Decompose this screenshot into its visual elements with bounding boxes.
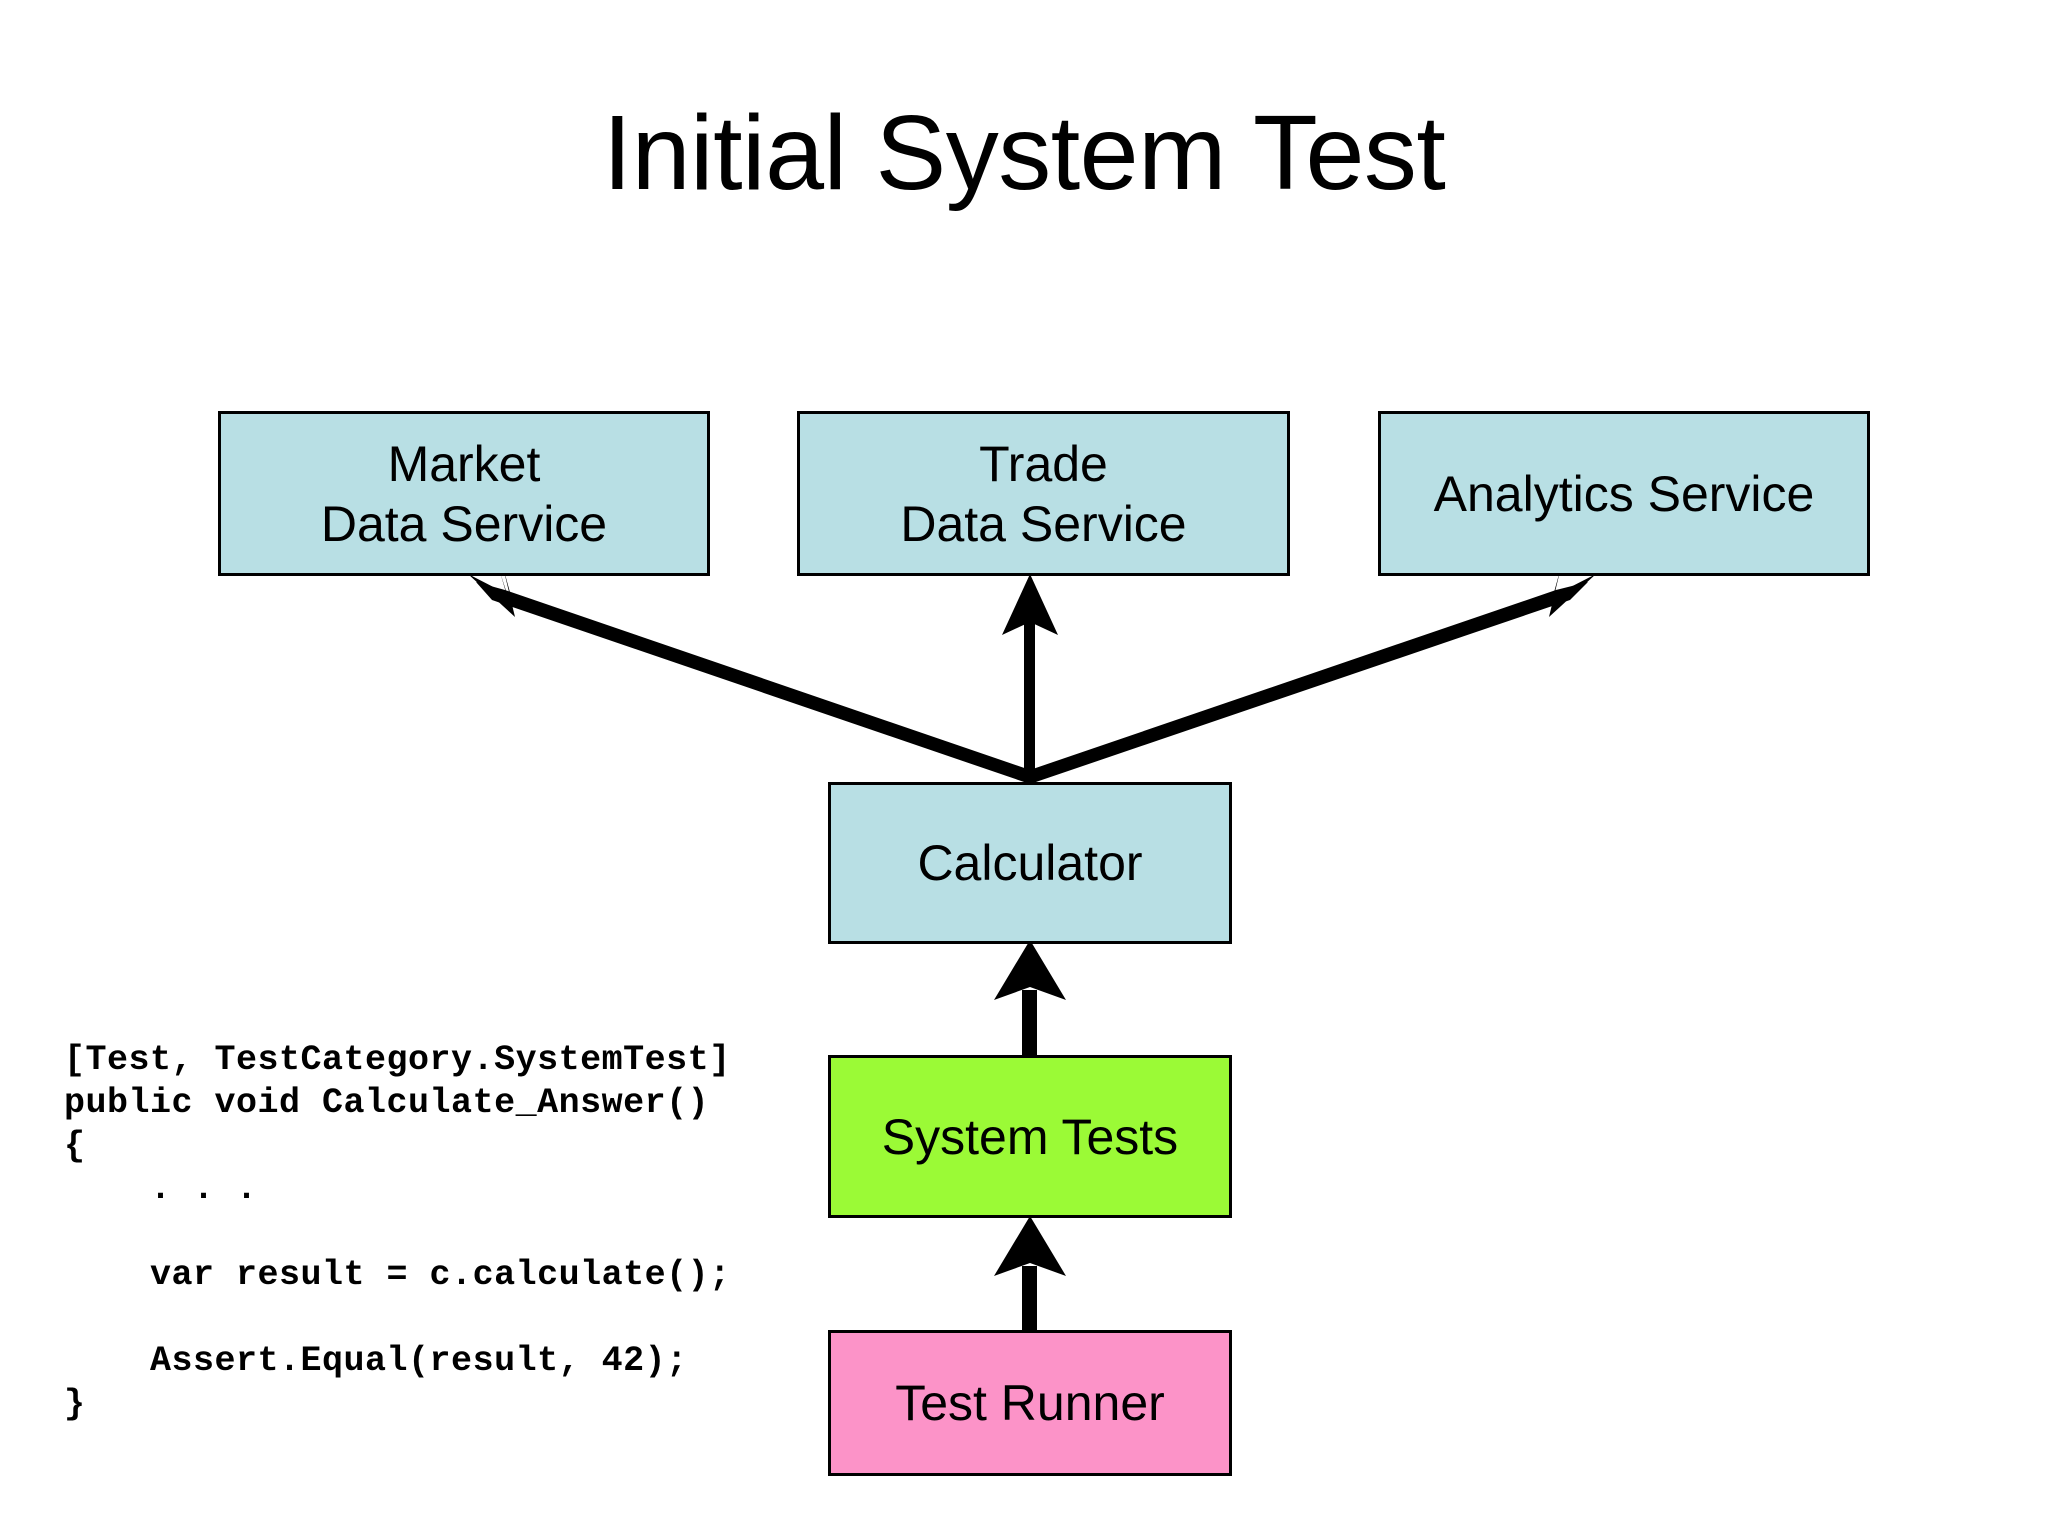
edge-test-runner-to-system-tests xyxy=(994,1216,1066,1332)
page-title: Initial System Test xyxy=(602,94,1446,212)
code-snippet: [Test, TestCategory.SystemTest] public v… xyxy=(64,1040,731,1424)
diagram-node-market-data-service[interactable]: Market Data Service xyxy=(218,411,710,576)
edge-calculator-to-trade-data-service xyxy=(1002,574,1058,788)
diagram-node-calculator[interactable]: Calculator xyxy=(828,782,1232,944)
diagram-node-test-runner[interactable]: Test Runner xyxy=(828,1330,1232,1476)
edge-calculator-to-analytics-service xyxy=(1024,567,1596,784)
edge-system-tests-to-calculator xyxy=(994,940,1066,1056)
diagram-node-system-tests[interactable]: System Tests xyxy=(828,1055,1232,1218)
edge-calculator-to-market-data-service xyxy=(468,567,1036,784)
diagram-node-analytics-service[interactable]: Analytics Service xyxy=(1378,411,1870,576)
diagram-node-trade-data-service[interactable]: Trade Data Service xyxy=(797,411,1290,576)
